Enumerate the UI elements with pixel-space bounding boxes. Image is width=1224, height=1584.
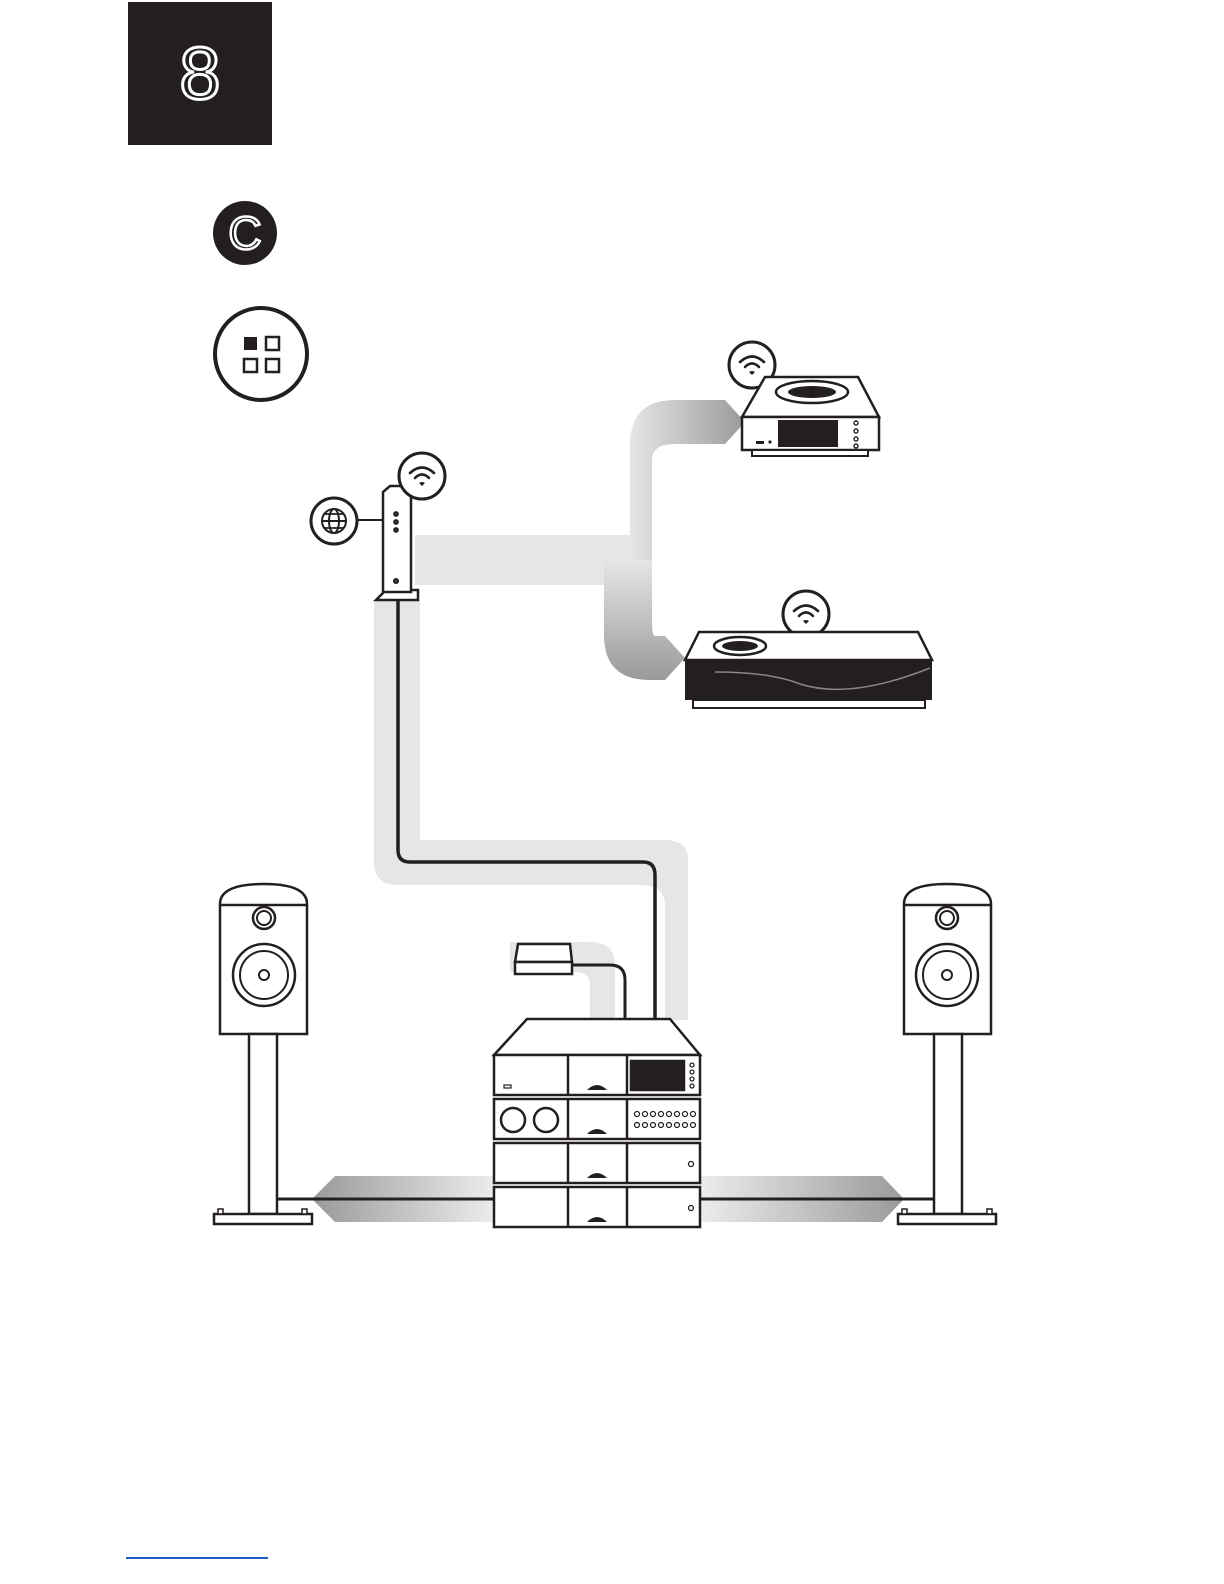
wifi-icon — [399, 453, 445, 499]
left-speaker — [214, 884, 312, 1224]
wifi-icon — [783, 591, 829, 637]
footer-link-underline[interactable] — [126, 1557, 268, 1559]
right-speaker — [898, 884, 996, 1224]
router — [376, 486, 418, 600]
streaming-amplifier — [742, 377, 879, 456]
wireless-speaker — [685, 632, 932, 708]
power-supply — [515, 944, 572, 974]
globe-icon — [311, 498, 357, 544]
hifi-component-stack — [494, 1019, 700, 1227]
